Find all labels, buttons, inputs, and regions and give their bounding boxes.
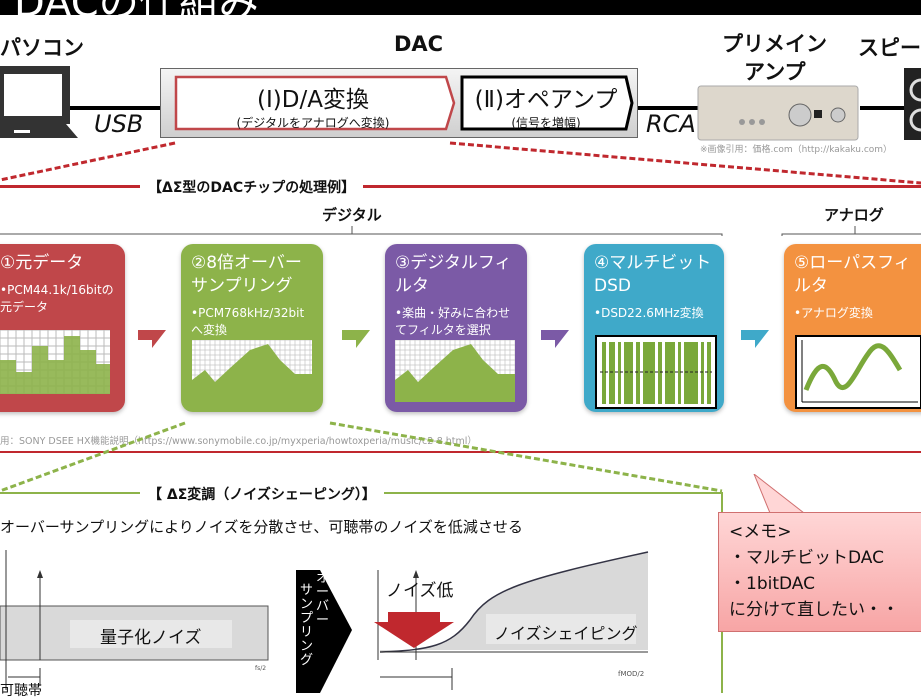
dac-label: DAC [394,32,444,56]
speaker-label: スピー [858,36,921,60]
divider [0,451,921,453]
arrow-icon [541,330,569,348]
card-desc: •DSD22.6MHz変換 [594,306,704,320]
original-data-graphic [0,330,110,394]
opamp-title: (Ⅱ)オペアンプ [474,87,618,113]
sony-credit: 用：SONY DSEE HX機能説明（https://www.sonymobil… [0,436,477,447]
da-subtitle: (デジタルをアナログへ変換) [236,116,390,130]
noise-shaping-chart [374,551,649,690]
amplifier-icon [697,85,859,141]
memo-title: <メモ> [729,522,792,542]
arrow-text-col2: オーバー [316,571,330,628]
card-desc: •アナログ変換 [794,306,873,320]
divider [0,185,921,188]
analog-label: アナログ [824,206,884,224]
pc-label: パソコン [0,36,84,60]
oversampling-arrow [296,570,352,693]
quantization-noise-chart [0,550,269,690]
title-bar: DACの仕組み [0,0,921,15]
card-title: ④マルチビットDSD [594,253,712,296]
memo-item: ・1bitDAC [729,574,815,594]
noise-low-label: ノイズ低 [386,581,454,601]
card-desc: •楽曲・好みに合わせてフィルタを選択 [395,306,511,337]
oversampled-data-graphic [192,340,312,402]
analog-waveform-graphic [795,335,921,409]
zoom-lines [0,421,723,493]
noise-section-title: 【 ΔΣ変調（ノイズシェーピング）】 [140,484,384,504]
speaker-icon [904,68,921,140]
arrow-icon [741,330,769,348]
card-desc: •PCM44.1k/16bitの元データ [0,283,114,314]
chip-section-title: 【ΔΣ型のDACチップの処理例】 [140,177,364,197]
quantization-noise-label: 量子化ノイズ [100,628,202,648]
image-credit: ※画像引用：価格.com（http://kakaku.com） [700,145,893,155]
memo-callout-tail [753,474,806,514]
range-brackets [0,226,921,236]
down-arrow-icon [374,612,454,648]
da-conversion-block [174,75,456,131]
arrow-icon [138,330,166,348]
noise-shaping-label: ノイズシェイピング [494,624,638,643]
memo-footer: に分けて直したい・・ [729,600,899,620]
amp-label-2: アンプ [744,60,806,84]
opamp-subtitle: (信号を増幅) [511,116,581,130]
card-title: ⑤ローパスフィルタ [794,253,911,296]
fmod-axis-label: fMOD/2 [618,670,645,678]
usb-label: USB [94,110,144,138]
laptop-icon [0,66,78,138]
card-desc: •PCM768kHz/32bitへ変換 [191,306,305,337]
memo-item: ・マルチビットDAC [729,548,884,568]
card-title: ②8倍オーバーサンプリング [191,253,302,296]
rca-label: RCA [646,110,696,138]
connection-diagram [0,66,921,185]
fs-axis-label: fs/2 [255,665,267,672]
noise-description: オーバーサンプリングによりノイズを分散させ、可聴帯のノイズを低減させる [0,518,523,536]
card-title: ③デジタルフィルタ [395,253,512,296]
da-title: (Ⅰ)D/A変換 [257,87,369,113]
dsd-graphic [595,335,717,409]
page-title: DACの仕組み [14,0,259,15]
arrow-text-col1: サンプリング [300,583,314,668]
memo-note: <メモ> ・マルチビットDAC ・1bitDAC に分けて直したい・・ [718,512,921,632]
amp-label-1: プリメイン [722,32,827,56]
filtered-data-graphic [395,340,515,402]
card-title: ①元データ [0,253,84,273]
digital-label: デジタル [322,206,382,224]
arrow-icon [342,330,370,348]
opamp-block [460,75,634,131]
audible-band-label: 可聴帯 [0,683,42,699]
